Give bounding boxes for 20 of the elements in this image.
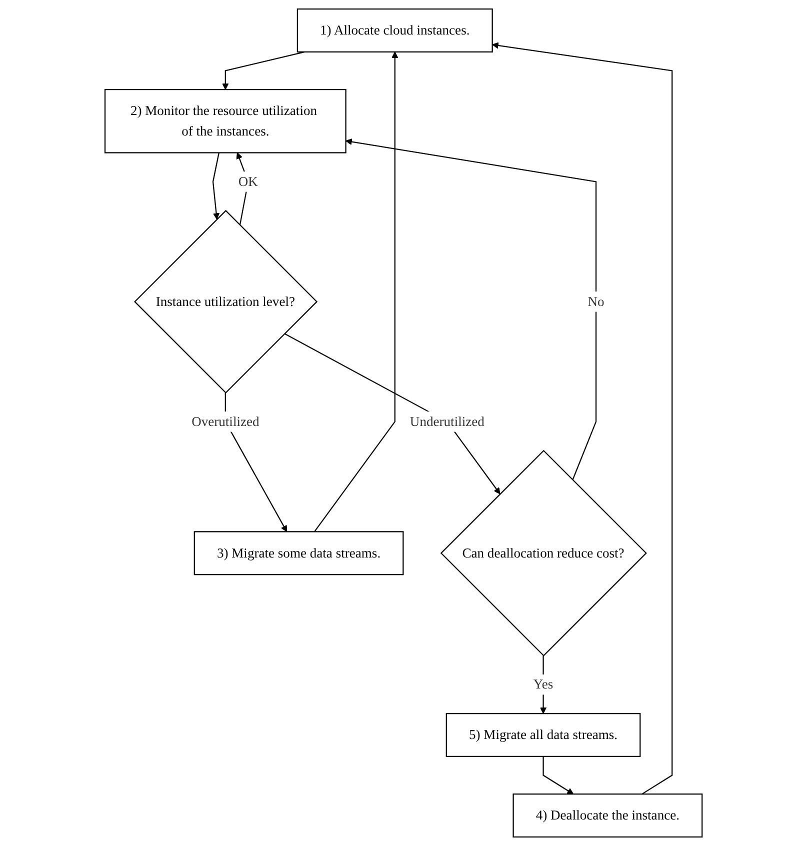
edge-label: Underutilized: [410, 413, 484, 428]
node-diamond: Instance utilization level?: [134, 209, 318, 393]
arrow: [284, 332, 500, 494]
edge-label: OK: [238, 173, 258, 188]
arrow: [212, 152, 220, 220]
arrow: [314, 51, 398, 532]
node-diamond: Can deallocation reduce cost?: [440, 449, 647, 656]
node-box: 4) Deallocate the instance.: [512, 793, 703, 838]
edge-label: No: [588, 293, 604, 308]
node-box: 2) Monitor the resource utilization of the instances.: [104, 88, 346, 153]
node-box: 5) Migrate all data streams.: [446, 712, 641, 757]
arrow: [236, 152, 249, 225]
edge-label: Yes: [533, 676, 554, 692]
arrow: [492, 42, 673, 794]
arrow: [345, 138, 597, 480]
arrow: [222, 50, 305, 90]
node-box: 3) Migrate some data streams.: [194, 530, 404, 575]
arrow: [542, 756, 574, 794]
edge-label: Overutilized: [192, 413, 260, 428]
node-box: 1) Allocate cloud instances.: [296, 8, 493, 52]
